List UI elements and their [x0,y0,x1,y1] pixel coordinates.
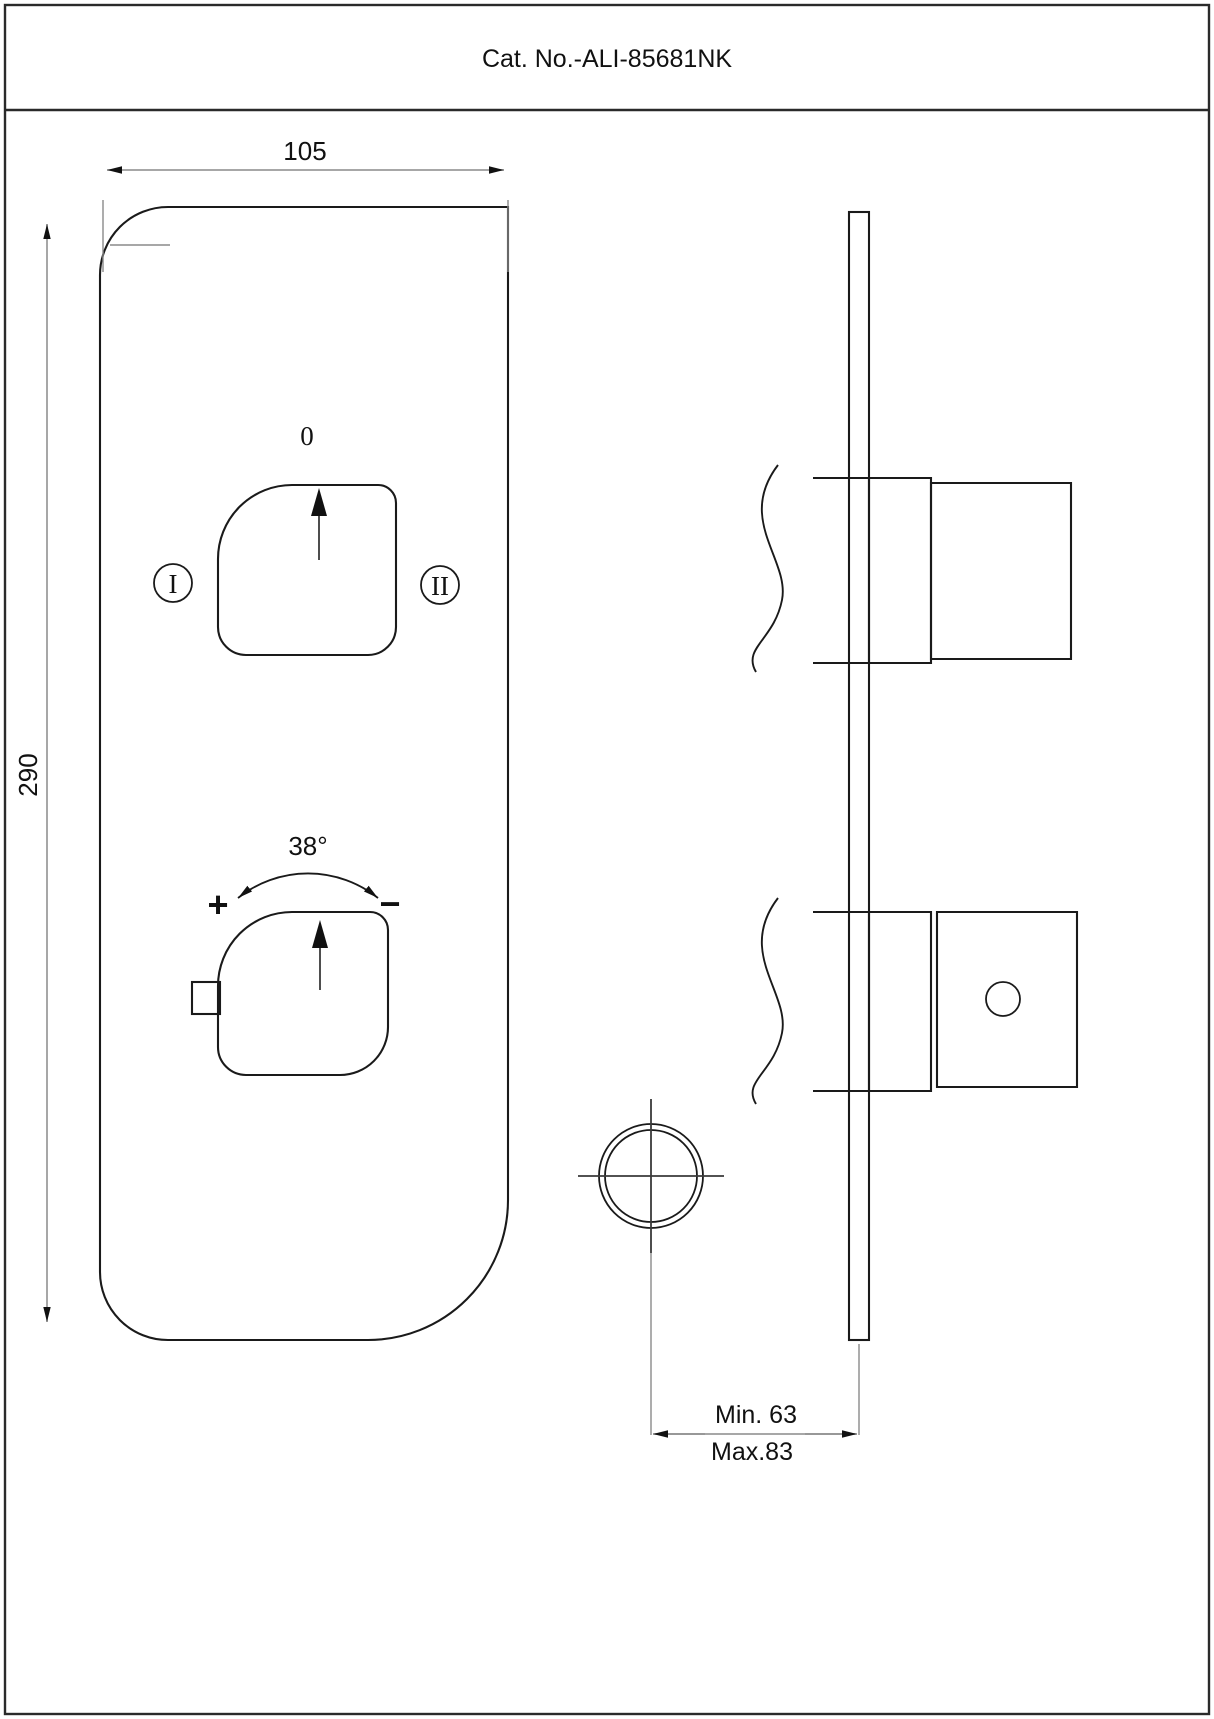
thermostat-minus-label: − [379,883,400,924]
thermostat-angle-arc: 38° + − [207,831,400,925]
diverter-up-arrow [311,488,327,560]
side-upper-body [751,464,1073,673]
sheet-border [3,3,1211,1716]
port-one-marker: I [153,563,193,603]
front-panel-outline [98,205,510,1342]
thermostat-up-arrow [312,920,328,990]
side-lower-body [751,897,1079,1105]
projection-dimension: Min. 63 Max.83 [650,1253,860,1466]
port-two-label: II [431,571,449,601]
width-dimension: 105 [102,136,509,272]
side-body-hole [985,981,1021,1017]
width-dimension-label: 105 [283,136,326,166]
port-one-label: I [169,569,178,599]
side-wall-plate [847,210,871,1342]
max-projection-label: Max.83 [711,1438,793,1466]
thermostat-plus-label: + [207,884,228,925]
diverter-zero-label: 0 [300,421,314,451]
diverter-handle: 0 [216,421,398,657]
height-dimension-label: 290 [13,753,43,796]
page-title: Cat. No.-ALI-85681NK [482,45,732,73]
thermostat-handle [190,910,390,1077]
min-projection-label: Min. 63 [715,1401,797,1429]
thermostat-angle-label: 38° [288,831,327,861]
port-two-marker: II [420,565,460,605]
height-dimension: 290 [13,224,51,1322]
pipe-detail-circle [578,1099,724,1253]
